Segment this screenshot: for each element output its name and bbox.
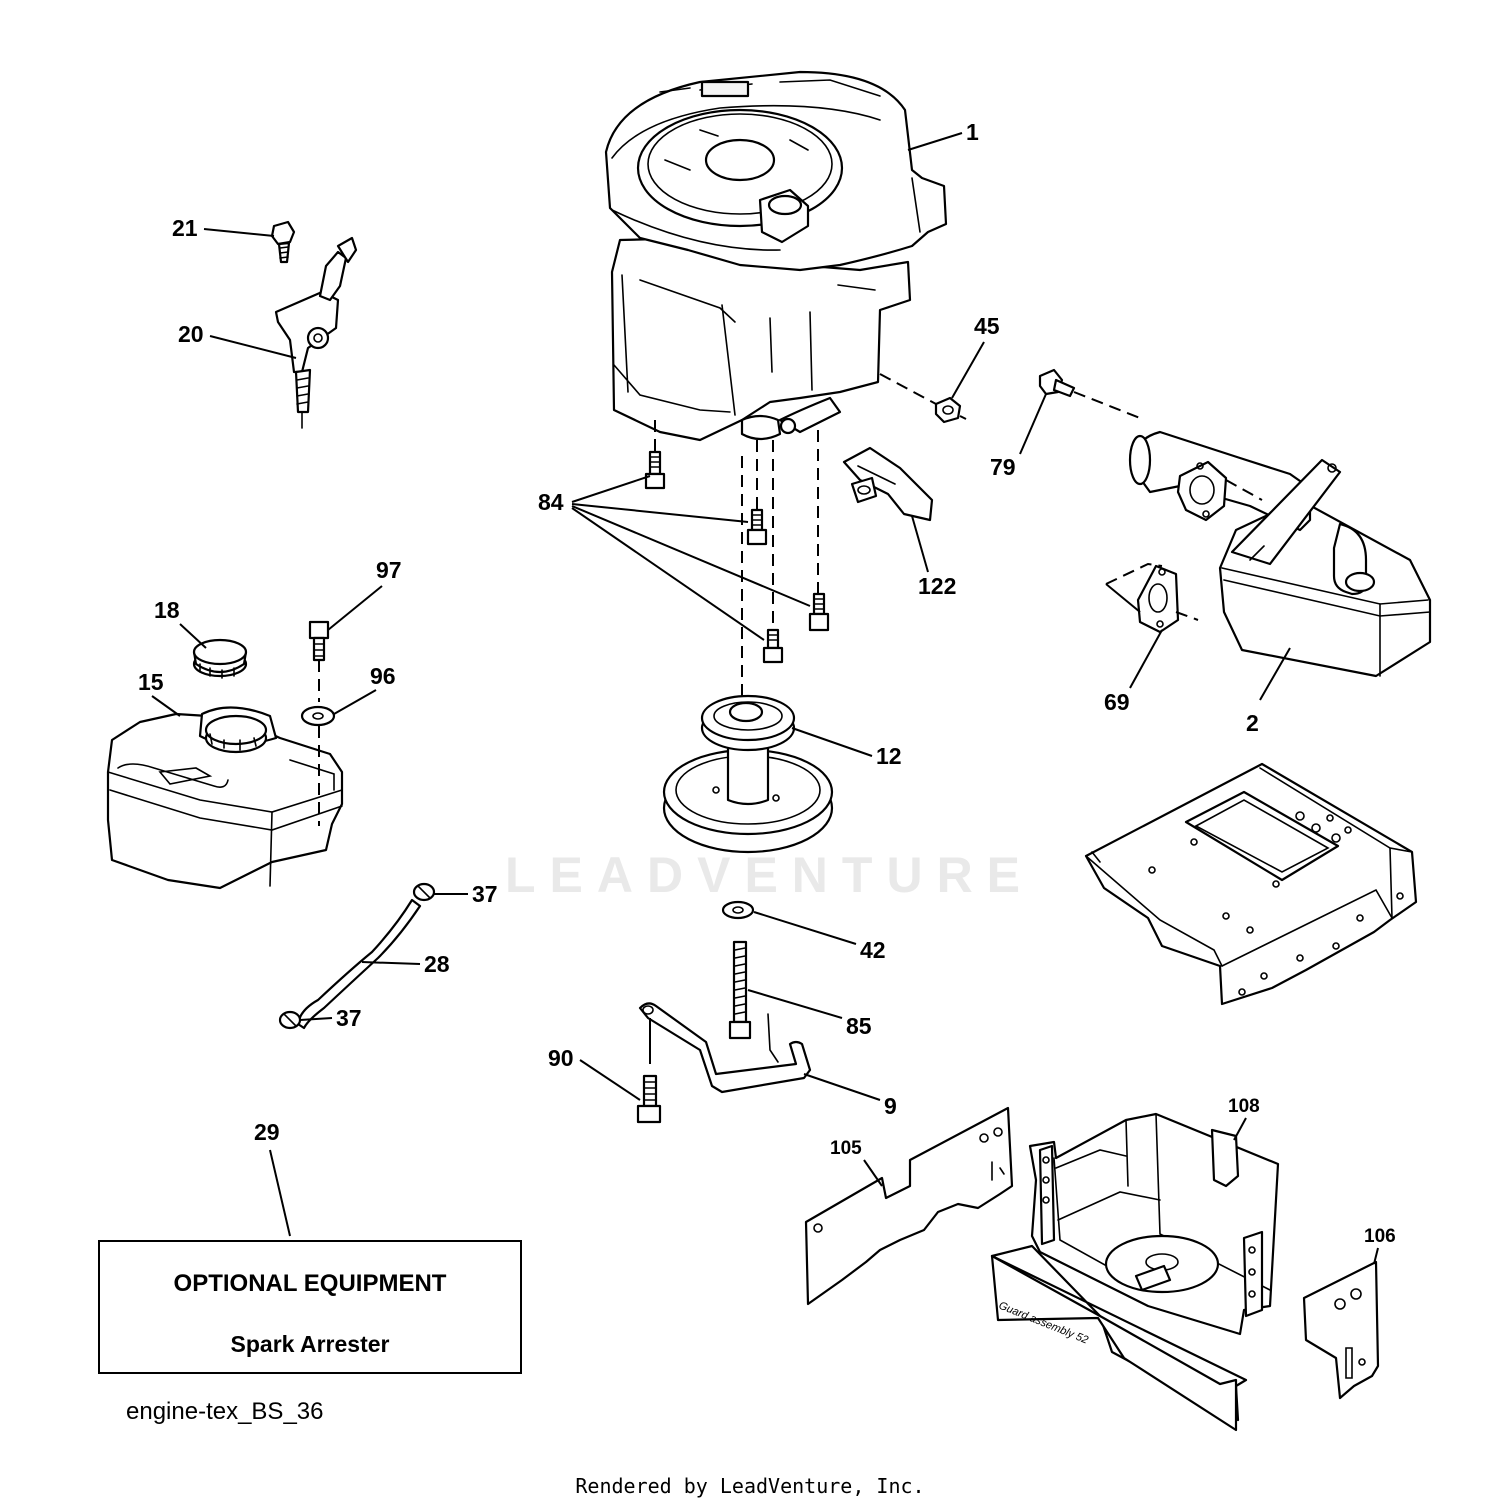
bolt-84-b[interactable]	[746, 508, 768, 546]
rendered-by-footer: Rendered by LeadVenture, Inc.	[575, 1474, 925, 1498]
engine-part[interactable]	[604, 70, 948, 442]
callout-21: 21	[172, 215, 198, 241]
callout-9: 9	[884, 1093, 897, 1119]
callout-79: 79	[990, 454, 1016, 480]
callout-28: 28	[424, 951, 450, 977]
watermark-text: LEADVENTURE	[505, 847, 1034, 903]
callout-106: 106	[1364, 1226, 1396, 1247]
callout-37-lower: 37	[336, 1005, 362, 1031]
bolt-79-part[interactable]	[1038, 368, 1076, 398]
bolt-90-part[interactable]	[636, 1074, 662, 1124]
bolt-84-d[interactable]	[762, 628, 784, 664]
pulley-part[interactable]	[662, 694, 834, 854]
washer-96-part[interactable]	[300, 705, 336, 727]
shield-106-part[interactable]	[1302, 1260, 1380, 1400]
bolt-97-part[interactable]	[308, 620, 330, 662]
bracket-122-part[interactable]	[842, 446, 934, 522]
exhaust-gasket-upper[interactable]	[1176, 460, 1228, 522]
hose-clamp-37-lower[interactable]	[278, 1010, 302, 1030]
callout-108: 108	[1228, 1096, 1260, 1117]
callout-29: 29	[254, 1119, 280, 1145]
screw-21-part[interactable]	[270, 220, 296, 264]
guard-assembly-108-part[interactable]: Guard assembly 52	[990, 1112, 1280, 1432]
engine-mounting-plate[interactable]	[1084, 762, 1418, 1006]
fuel-cap-part[interactable]	[192, 638, 248, 679]
fuel-tank-part[interactable]	[106, 706, 344, 890]
gasket-69-part[interactable]	[1136, 564, 1180, 634]
callout-18: 18	[154, 597, 180, 623]
optional-equipment-box: OPTIONAL EQUIPMENT Spark Arrester	[98, 1240, 522, 1374]
optional-equipment-title: OPTIONAL EQUIPMENT	[173, 1270, 447, 1297]
callout-15: 15	[138, 669, 164, 695]
callout-1: 1	[966, 119, 979, 145]
shield-105-part[interactable]	[804, 1106, 1014, 1306]
callout-2: 2	[1246, 710, 1259, 736]
washer-42-part[interactable]	[721, 900, 755, 920]
callout-20: 20	[178, 321, 204, 347]
bolt-84-a[interactable]	[644, 450, 666, 490]
throttle-control-part[interactable]	[274, 236, 358, 429]
callout-69: 69	[1104, 689, 1130, 715]
callout-122: 122	[918, 573, 956, 599]
callout-85: 85	[846, 1013, 872, 1039]
callout-105: 105	[830, 1138, 862, 1159]
nut-45-part[interactable]	[934, 396, 962, 424]
callout-96: 96	[370, 663, 396, 689]
callout-90: 90	[548, 1045, 574, 1071]
bolt-84-c[interactable]	[808, 592, 830, 632]
diagram-code: engine-tex_BS_36	[126, 1398, 324, 1425]
muffler-part[interactable]	[1128, 430, 1432, 678]
fuel-line-part[interactable]	[296, 898, 422, 1030]
bolt-85-part[interactable]	[728, 940, 752, 1040]
rod-9-part[interactable]	[638, 1002, 812, 1094]
callout-45: 45	[974, 313, 1000, 339]
callout-97: 97	[376, 557, 402, 583]
callout-42: 42	[860, 937, 886, 963]
callout-12: 12	[876, 743, 902, 769]
hose-clamp-37-upper[interactable]	[412, 882, 436, 902]
callout-37-upper: 37	[472, 881, 498, 907]
callout-84: 84	[538, 489, 564, 515]
spark-arrester-label: Spark Arrester	[230, 1331, 390, 1357]
